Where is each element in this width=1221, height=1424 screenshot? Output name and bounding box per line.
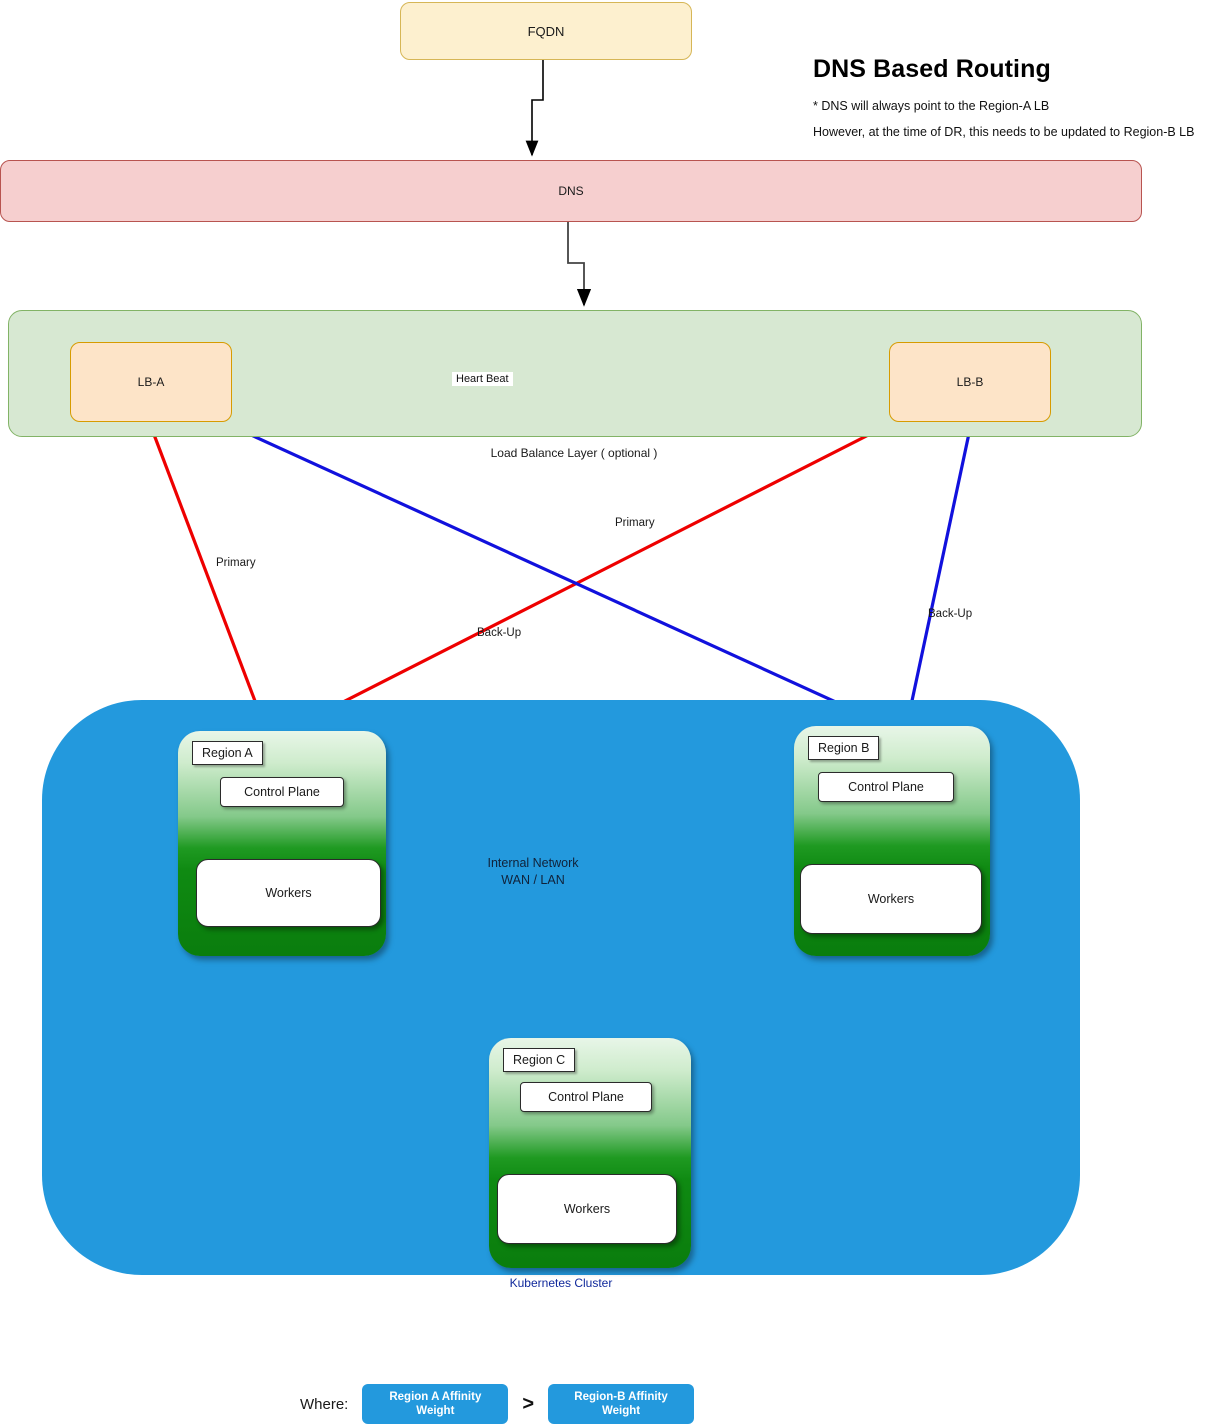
dns-node[interactable]: DNS — [0, 160, 1142, 222]
load-balance-layer-caption: Load Balance Layer ( optional ) — [490, 446, 658, 460]
kubernetes-cluster-caption: Kubernetes Cluster — [509, 1276, 613, 1290]
internal-network-label: Internal Network WAN / LAN — [452, 855, 614, 889]
region-b-tag: Region B — [808, 736, 880, 760]
edge-lbb-primary-region-b — [900, 423, 973, 733]
internal-network-line-1: Internal Network — [487, 856, 579, 870]
page-title: DNS Based Routing — [813, 55, 1051, 83]
internal-network-line-2: WAN / LAN — [501, 873, 565, 887]
legend-where-label: Where: — [300, 1395, 349, 1413]
region-c-control-plane[interactable]: Control Plane — [520, 1082, 652, 1112]
edge-dns-to-lb — [567, 220, 592, 307]
lb-a-node[interactable]: LB-A — [70, 342, 232, 422]
greater-than-operator: > — [522, 1392, 535, 1415]
lb-a-label: LB-A — [137, 375, 165, 389]
region-c-tag: Region C — [503, 1048, 576, 1072]
edge-label-primary-b: Primary — [615, 517, 655, 529]
dns-label: DNS — [558, 184, 584, 198]
note-dr-update-region-b: However, at the time of DR, this needs t… — [813, 125, 1195, 139]
note-dns-points-region-a: * DNS will always point to the Region-A … — [813, 99, 1050, 113]
lb-b-label: LB-B — [956, 375, 984, 389]
fqdn-label: FQDN — [527, 23, 565, 39]
region-b-card[interactable]: Region B Control Plane Workers — [794, 726, 990, 956]
region-a-control-plane[interactable]: Control Plane — [220, 777, 344, 807]
lb-b-node[interactable]: LB-B — [889, 342, 1051, 422]
region-c-card[interactable]: Region C Control Plane Workers — [489, 1038, 691, 1268]
fqdn-node[interactable]: FQDN — [400, 2, 692, 60]
heartbeat-label: Heart Beat — [452, 372, 513, 386]
region-a-tag: Region A — [192, 741, 263, 765]
region-a-card[interactable]: Region A Control Plane Workers — [178, 731, 386, 956]
edge-label-primary-a: Primary — [216, 557, 256, 569]
edge-label-backup-b: Back-Up — [928, 608, 973, 620]
edge-label-backup-a: Back-Up — [477, 627, 522, 639]
region-c-workers[interactable]: Workers — [497, 1174, 677, 1244]
edge-lba-backup-region-b — [226, 422, 900, 732]
edge-lbb-backup-region-a — [285, 422, 891, 732]
region-b-control-plane[interactable]: Control Plane — [818, 772, 954, 802]
region-a-workers[interactable]: Workers — [196, 859, 381, 927]
edge-lba-primary-region-a — [148, 423, 269, 733]
edge-fqdn-to-dns — [525, 58, 544, 157]
region-b-affinity-weight-badge: Region-B Affinity Weight — [548, 1384, 695, 1424]
affinity-legend: Where: Region A Affinity Weight > Region… — [300, 1384, 695, 1424]
region-a-affinity-weight-badge: Region A Affinity Weight — [362, 1384, 509, 1424]
region-b-workers[interactable]: Workers — [800, 864, 982, 934]
